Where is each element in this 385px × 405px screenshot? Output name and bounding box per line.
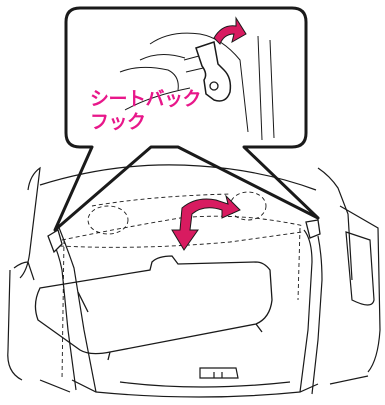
vehicle-body	[8, 165, 380, 397]
callout-label-line1: シートバック	[90, 87, 201, 111]
hook-pivot	[210, 82, 218, 90]
left-hook-icon	[48, 230, 62, 252]
callout-label-line2: フック	[90, 110, 146, 134]
right-hook-icon	[306, 220, 320, 238]
rear-seat	[35, 256, 272, 360]
